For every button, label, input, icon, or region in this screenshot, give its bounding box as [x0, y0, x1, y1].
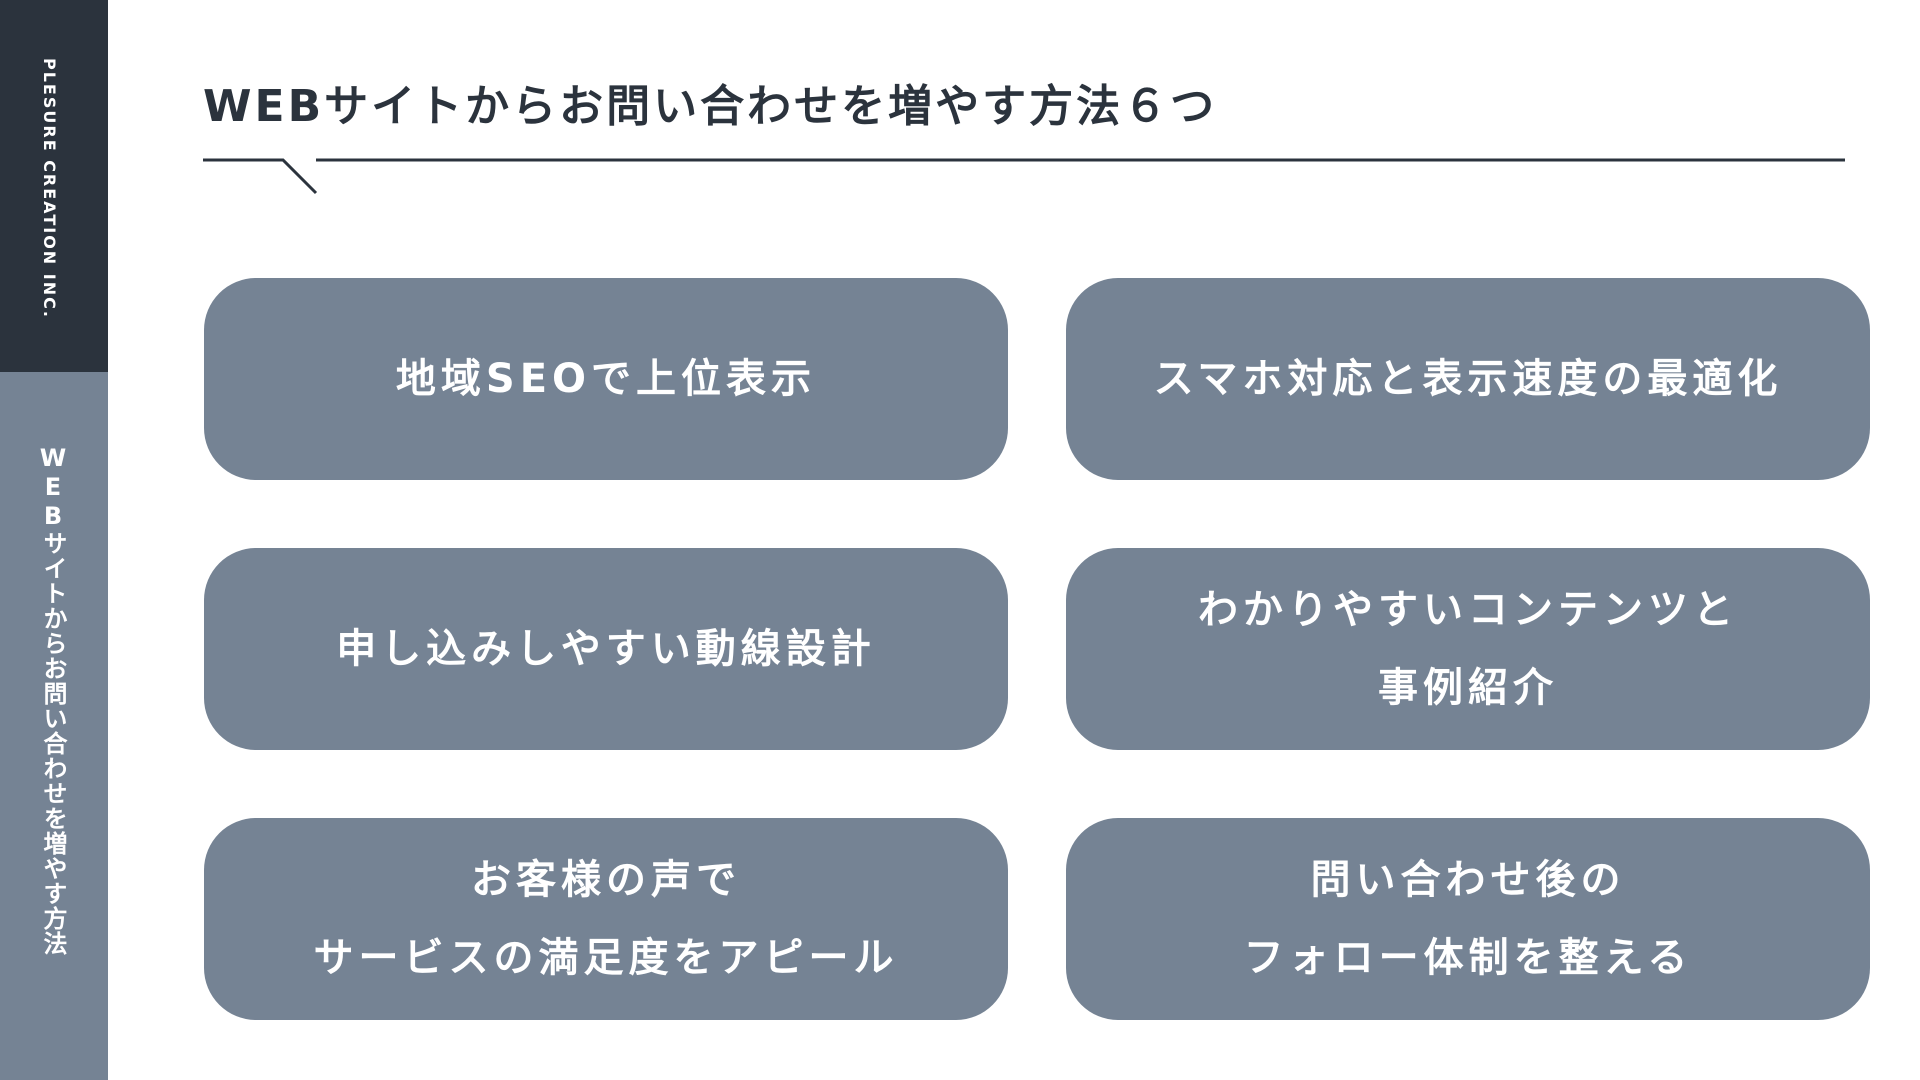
method-card-local-seo: 地域SEOで上位表示 [204, 278, 1008, 480]
card-text: 申し込みしやすい動線設計 [336, 626, 876, 672]
card-text: わかりやすいコンテンツと [1198, 587, 1738, 633]
card-text: フォロー体制を整える [1243, 935, 1693, 981]
method-card-testimonials: お客様の声で サービスの満足度をアピール [204, 818, 1008, 1020]
card-text: お客様の声で [471, 857, 741, 903]
company-name: PLESURE CREATION INC. [40, 58, 59, 319]
page-title: WEBサイトからお問い合わせを増やす方法６つ [203, 81, 1218, 132]
card-text: スマホ対応と表示速度の最適化 [1153, 356, 1783, 402]
sidebar-subtitle: WEBサイトからお問い合わせを増やす方法 [39, 444, 67, 956]
method-card-mobile-speed: スマホ対応と表示速度の最適化 [1066, 278, 1870, 480]
method-card-content-cases: わかりやすいコンテンツと 事例紹介 [1066, 548, 1870, 750]
sidebar-brand-panel [0, 0, 108, 372]
title-underline-divider [203, 158, 1845, 195]
card-text: 問い合わせ後の [1310, 857, 1626, 903]
card-text: サービスの満足度をアピール [313, 935, 899, 981]
method-card-conversion-flow: 申し込みしやすい動線設計 [204, 548, 1008, 750]
card-text: 事例紹介 [1378, 665, 1558, 711]
sidebar-topic-panel [0, 372, 108, 1080]
card-text: 地域SEOで上位表示 [395, 356, 817, 402]
method-card-follow-up: 問い合わせ後の フォロー体制を整える [1066, 818, 1870, 1020]
